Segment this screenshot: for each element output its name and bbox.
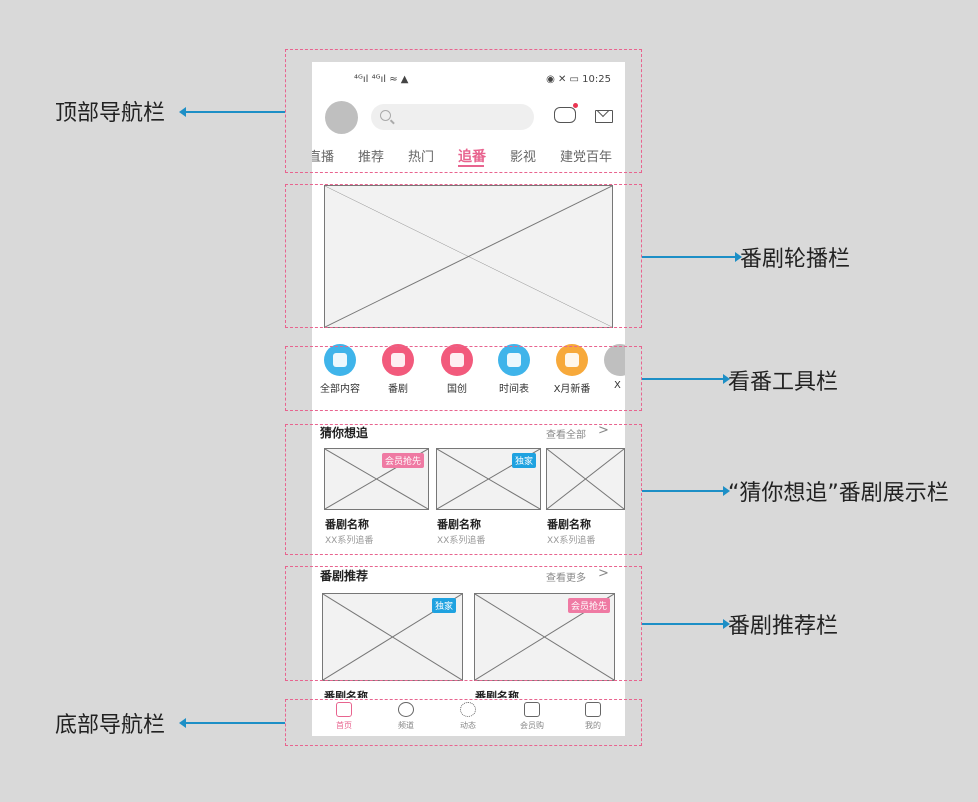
tab-recommend[interactable]: 推荐: [358, 150, 385, 165]
search-input[interactable]: [371, 104, 534, 130]
arrow-right: [642, 252, 742, 262]
nav-label: 我的: [585, 721, 601, 730]
tab-anime[interactable]: 追番: [458, 149, 486, 165]
zone-top-nav: [285, 49, 642, 173]
mail-icon[interactable]: [595, 110, 613, 123]
arrow-right: [642, 619, 730, 629]
fan-icon: [460, 702, 476, 717]
grid-icon: [324, 344, 356, 376]
tool-new[interactable]: X月新番: [542, 344, 602, 395]
zone-recommend: [285, 566, 642, 681]
tool-schedule[interactable]: 时间表: [484, 344, 544, 395]
label-guess: “猜你想追”番剧展示栏: [728, 481, 949, 506]
label-toolbar: 看番工具栏: [728, 370, 839, 395]
guess-more-link[interactable]: 查看全部: [546, 430, 586, 441]
tool-label: 时间表: [499, 384, 529, 395]
channel-icon: [398, 702, 414, 717]
nav-label: 首页: [336, 721, 352, 730]
active-tab-indicator: [458, 165, 484, 167]
tab-party[interactable]: 建党百年: [560, 150, 613, 165]
gamepad-icon[interactable]: [554, 107, 576, 123]
tool-label: 国创: [447, 384, 467, 395]
tab-hot[interactable]: 热门: [408, 150, 435, 165]
nav-label: 动态: [460, 721, 476, 730]
tv-mascot-icon: [585, 702, 601, 717]
guochuang-icon: [441, 344, 473, 376]
nav-dynamic[interactable]: 动态: [448, 702, 488, 731]
guess-card-cover[interactable]: 会员抢先: [324, 448, 429, 510]
guess-card-title: 番剧名称: [547, 518, 591, 531]
tool-label: 全部内容: [320, 384, 360, 395]
phone-screen: ⁴ᴳıl ⁴ᴳıl ≈ ▲ ◉ ✕ ▭ 10:25 直播 推荐 热门 追番 影视…: [312, 62, 625, 736]
label-banner: 番剧轮播栏: [740, 247, 851, 272]
shop-icon: [524, 702, 540, 717]
recommend-more-link[interactable]: 查看更多: [546, 573, 586, 584]
calendar-icon: [498, 344, 530, 376]
nav-home[interactable]: 首页: [324, 702, 364, 731]
more-icon: [604, 344, 625, 376]
search-icon: [380, 110, 391, 121]
label-recommend: 番剧推荐栏: [728, 614, 839, 639]
tool-label: X: [614, 380, 621, 391]
nav-mine[interactable]: 我的: [573, 702, 613, 731]
nav-label: 会员购: [520, 721, 544, 730]
bottom-nav: 首页 频道 动态 会员购 我的: [312, 698, 625, 736]
guess-title: 猜你想追: [320, 426, 369, 440]
zone-guess: [285, 424, 642, 555]
signal-indicators: ⁴ᴳıl ⁴ᴳıl ≈ ▲: [354, 74, 409, 85]
tab-live[interactable]: 直播: [312, 150, 335, 165]
home-icon: [336, 702, 352, 717]
notification-dot: [573, 103, 578, 108]
tool-anime[interactable]: 番剧: [368, 344, 428, 395]
guess-card-title: 番剧名称: [437, 518, 481, 531]
banner-carousel[interactable]: [324, 185, 613, 328]
tv-icon: [382, 344, 414, 376]
recommend-title: 番剧推荐: [320, 569, 369, 583]
exclusive-badge: 独家: [511, 453, 536, 468]
vip-badge: 会员抢先: [381, 453, 424, 468]
tool-more[interactable]: X: [598, 344, 625, 391]
label-top-nav: 顶部导航栏: [55, 101, 166, 126]
tool-label: X月新番: [553, 384, 591, 395]
chevron-right-icon[interactable]: >: [598, 423, 609, 438]
zone-banner: [285, 184, 642, 328]
nav-channel[interactable]: 频道: [386, 702, 426, 731]
exclusive-badge: 独家: [431, 598, 456, 613]
top-tabs: 直播 推荐 热门 追番 影视 建党百年: [312, 146, 625, 168]
recommend-card-cover[interactable]: 会员抢先: [474, 593, 615, 681]
arrow-left: [179, 107, 285, 117]
tab-film[interactable]: 影视: [510, 150, 537, 165]
status-right: ◉ ✕ ▭ 10:25: [546, 74, 611, 85]
tool-all[interactable]: 全部内容: [312, 344, 370, 395]
guess-card-sub: XX系列追番: [437, 536, 486, 546]
label-bottom-nav: 底部导航栏: [55, 713, 166, 738]
tool-label: 番剧: [388, 384, 408, 395]
arrow-right: [642, 486, 730, 496]
guess-card-sub: XX系列追番: [547, 536, 596, 546]
avatar[interactable]: [325, 101, 358, 134]
nav-shop[interactable]: 会员购: [512, 702, 552, 731]
guess-card-cover[interactable]: [546, 448, 625, 510]
arrow-left: [179, 718, 285, 728]
tool-domestic[interactable]: 国创: [427, 344, 487, 395]
vip-badge: 会员抢先: [567, 598, 610, 613]
nav-label: 频道: [398, 721, 414, 730]
heart-icon: [556, 344, 588, 376]
chevron-right-icon[interactable]: >: [598, 566, 609, 581]
guess-card-title: 番剧名称: [325, 518, 369, 531]
guess-card-sub: XX系列追番: [325, 536, 374, 546]
recommend-card-cover[interactable]: 独家: [322, 593, 463, 681]
status-bar: ⁴ᴳıl ⁴ᴳıl ≈ ▲ ◉ ✕ ▭ 10:25: [312, 74, 625, 88]
arrow-right: [642, 374, 730, 384]
zone-bottom-nav: [285, 699, 642, 746]
zone-toolbar: [285, 346, 642, 411]
guess-card-cover[interactable]: 独家: [436, 448, 541, 510]
